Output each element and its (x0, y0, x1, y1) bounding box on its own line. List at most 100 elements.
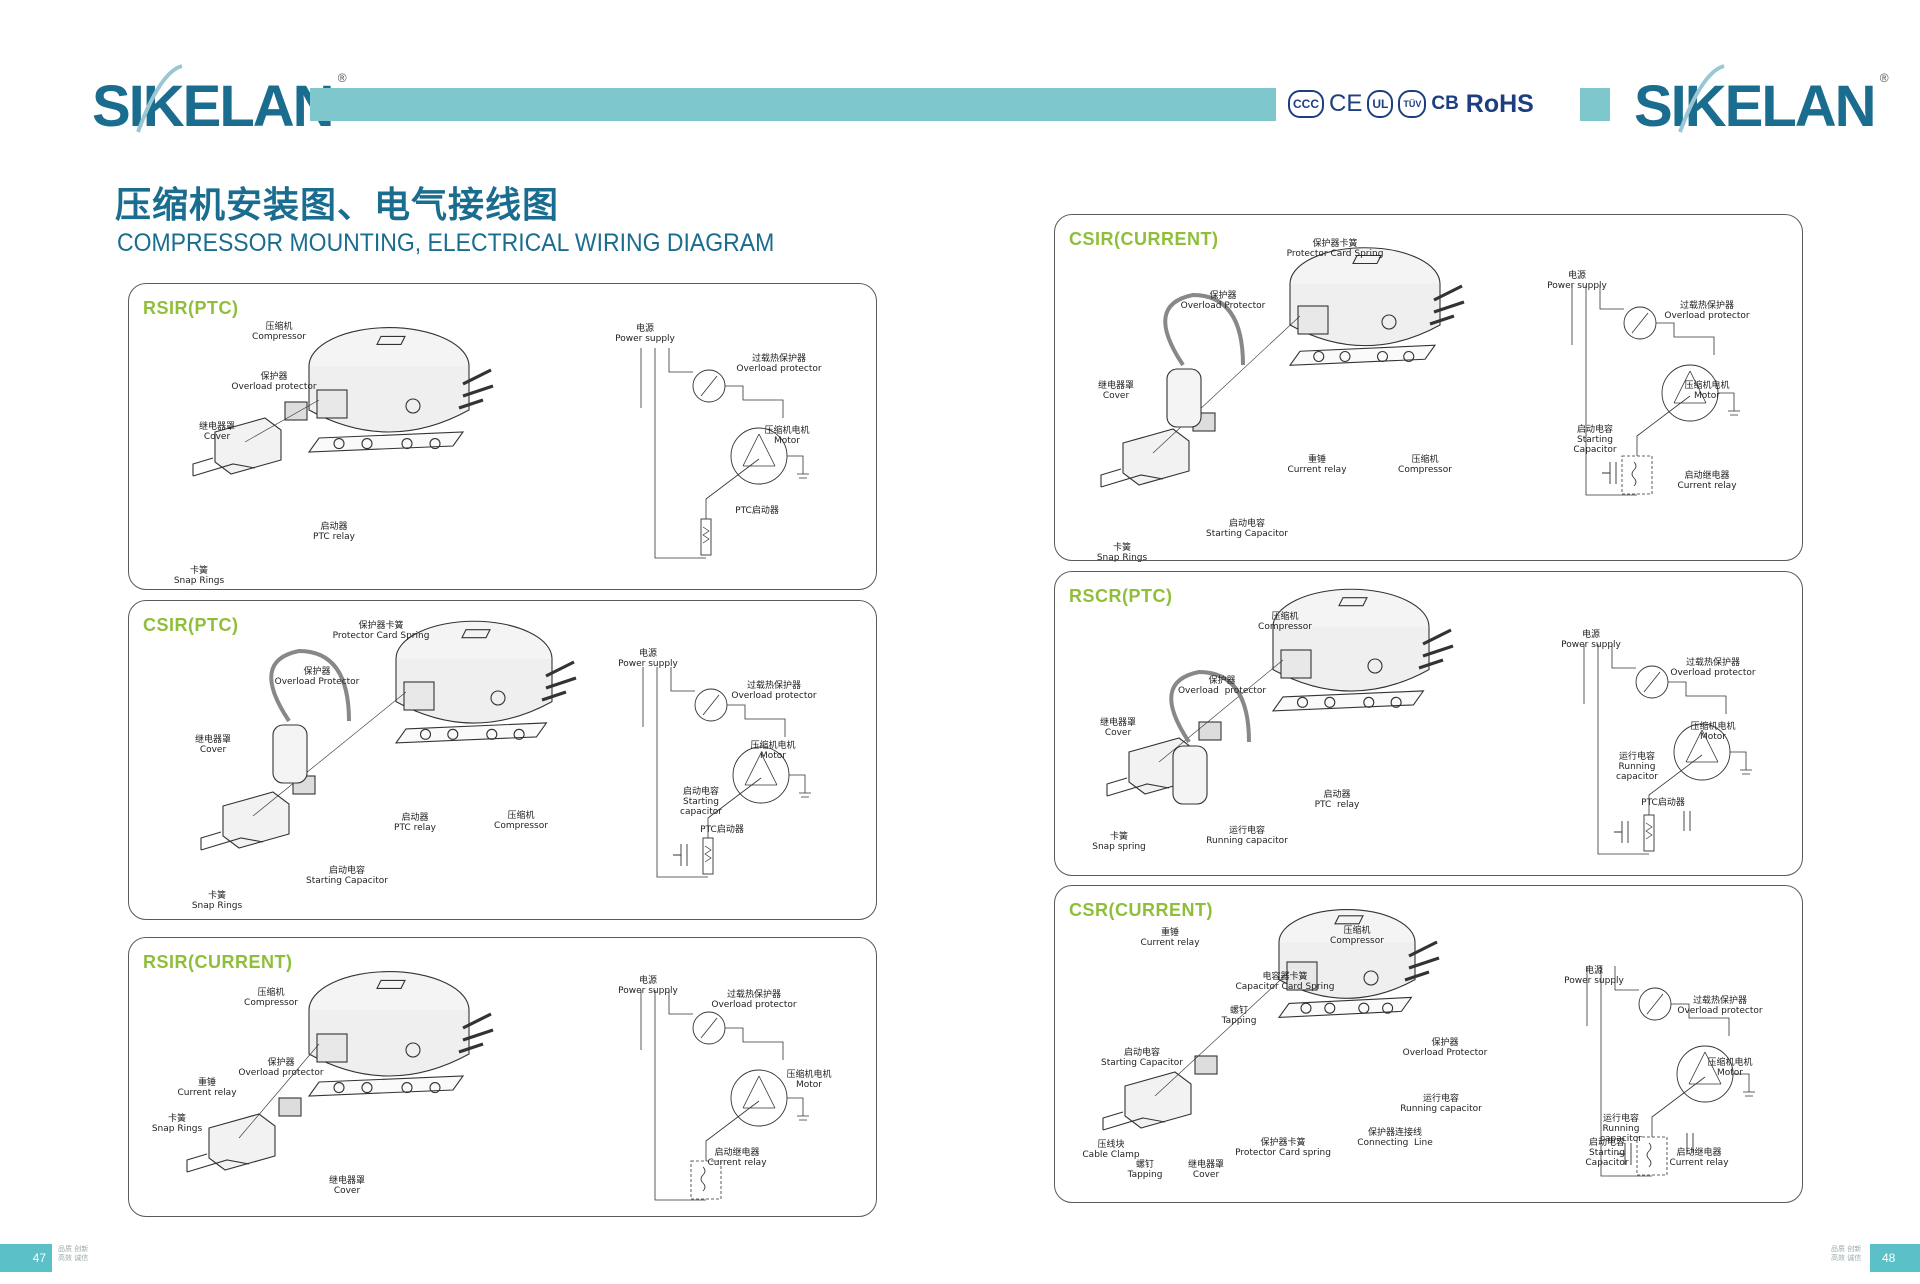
callout-label: 压缩机电机 Motor (786, 1070, 832, 1090)
mount-hole (447, 728, 459, 740)
base-plate (1288, 344, 1437, 366)
terminal-block (1280, 649, 1312, 679)
protector-wire (668, 996, 784, 1060)
mount-hole (401, 1082, 413, 1094)
base-plate (394, 722, 548, 744)
terminal-block (403, 681, 435, 711)
callout-label: 压缩机 Compressor (1398, 455, 1452, 475)
callout-label: 压缩机电机 Motor (1707, 1058, 1753, 1078)
capacitor (272, 724, 308, 784)
header-band-left (310, 88, 1276, 121)
snap-ring (192, 457, 256, 477)
ul-mark-icon: UL (1367, 90, 1394, 118)
rohs-mark-icon: RoHS (1465, 90, 1534, 118)
panel-title: CSR(CURRENT) (1069, 900, 1213, 920)
callout-label: 启动器 PTC relay (394, 813, 436, 833)
callout-label: PTC启动器 (735, 506, 779, 516)
callout-label: 压缩机电机 Motor (750, 741, 796, 761)
callout-label: 压缩机 Compressor (494, 811, 548, 831)
process-tube (490, 690, 506, 706)
snap-ring (1100, 468, 1164, 488)
mount-hole (1363, 696, 1375, 708)
page-title-cn: 压缩机安装图、电气接线图 (115, 185, 560, 226)
wire-loop (269, 648, 351, 723)
callout-label: 过载热保护器 Overload protector (736, 354, 822, 374)
callout-label: 电容器卡簧 Capacitor Card Spring (1235, 972, 1335, 992)
callout-label: 卡簧 Snap Rings (1096, 543, 1148, 563)
relay-cover (214, 417, 282, 475)
callout-label: 启动电容 Starting Capacitor (1585, 1138, 1629, 1168)
protector-element (1646, 993, 1664, 1015)
panel-diagram (1106, 588, 1752, 855)
protector-wire (670, 673, 786, 737)
leader-line (1154, 971, 1290, 1097)
callout-label: 继电器罩 Cover (1099, 718, 1137, 738)
ground-symbol (1733, 1073, 1755, 1097)
process-tube (1367, 658, 1383, 674)
wiring-schematic (1571, 285, 1740, 496)
callout-label: 卡簧 Snap spring (1092, 832, 1146, 852)
relay-cover (1122, 428, 1190, 486)
starter-wire (1600, 1036, 1706, 1177)
callout-label: 过载热保护器 Overload protector (1670, 658, 1756, 678)
nameplate-icon (376, 979, 406, 989)
motor-windings (744, 752, 778, 786)
tubes (458, 1012, 494, 1054)
ccc-mark-icon: CCC (1288, 90, 1324, 118)
callout-label: 电源 Power supply (1547, 271, 1607, 291)
process-tube (1363, 970, 1379, 986)
wiring-schematic (1583, 644, 1752, 855)
protector-wire (1614, 972, 1730, 1036)
base-plate (307, 431, 465, 453)
tubes (1429, 284, 1465, 326)
process-tube (405, 398, 421, 414)
page-title-en: COMPRESSOR MOUNTING, ELECTRICAL WIRING D… (117, 229, 775, 257)
wiring-schematic (642, 667, 811, 878)
mount-hole (1300, 1002, 1312, 1014)
motor-windings (1685, 729, 1719, 763)
leader-line (1158, 659, 1284, 763)
callout-label: 过载热保护器 Overload protector (731, 681, 817, 701)
mount-hole (1313, 350, 1325, 363)
callout-label: 运行电容 Running capacitor (1206, 826, 1288, 846)
snap-ring (1106, 777, 1170, 797)
callout-label: 保护器卡簧 Protector Card Spring (1286, 239, 1384, 259)
callout-label: 压缩机 Compressor (252, 322, 306, 342)
callout-label: 启动器 PTC relay (313, 522, 355, 542)
mount-hole (361, 1082, 373, 1094)
nameplate-icon (461, 629, 491, 639)
leader-line (1152, 315, 1301, 454)
running-capacitor-symbol (1683, 811, 1691, 831)
panel-title: RSIR(CURRENT) (143, 952, 293, 972)
relay-unit (278, 1097, 302, 1117)
nameplate-icon (1338, 597, 1368, 607)
mount-hole (429, 1082, 441, 1094)
capacitor (1172, 745, 1208, 805)
callout-label: 电源 Power supply (1564, 966, 1624, 986)
mount-hole (1376, 350, 1389, 363)
ground-symbol (789, 774, 811, 798)
process-tube (1381, 314, 1397, 330)
power-leads (640, 990, 670, 1060)
protector-element (1643, 671, 1661, 693)
mount-hole (1296, 696, 1309, 708)
header-band-right (1580, 88, 1610, 121)
callout-label: 启动电容 Starting Capacitor (306, 866, 388, 886)
logo-swoosh-left (136, 64, 183, 133)
mount-hole (361, 438, 373, 450)
callout-label: 运行电容 Running capacitor (1616, 752, 1658, 782)
motor-windings (742, 433, 776, 467)
callout-label: 启动继电器 Current relay (707, 1148, 767, 1168)
relay-unit (284, 401, 308, 421)
nameplate-icon (1352, 254, 1382, 265)
callout-label: 过载热保护器 Overload protector (1664, 301, 1750, 321)
callout-label: 启动电容 Starting capacitor (680, 787, 722, 817)
callout-label: 保护器 Overload protector (238, 1058, 324, 1078)
terminal-block (316, 1033, 348, 1063)
callout-label: 压缩机电机 Motor (1690, 722, 1736, 742)
snap-ring (186, 1153, 250, 1173)
